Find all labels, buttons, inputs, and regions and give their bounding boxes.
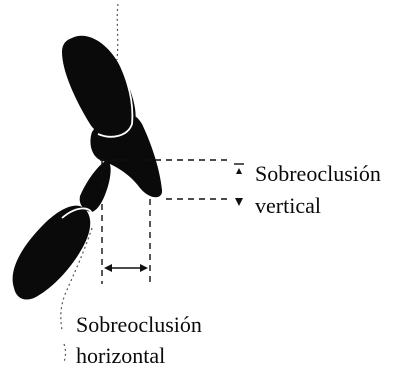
lower-label-tick: [64, 344, 66, 362]
overjet-arrow-left-head: [104, 264, 112, 272]
lower-incisor-root: [13, 206, 91, 300]
upper-root-contour-line: [117, 4, 118, 60]
vertical-label-line1: Sobreoclusión: [255, 161, 381, 186]
upper-incisor-root: [62, 36, 136, 138]
labels: Sobreoclusión vertical Sobreoclusión hor…: [76, 161, 381, 368]
upper-incisor: [62, 4, 162, 197]
lower-incisor: [13, 161, 111, 330]
overjet-arrow-right-head: [140, 264, 148, 272]
horizontal-label-line2: horizontal: [76, 343, 165, 368]
overbite-marker-top-arrow: [236, 168, 242, 174]
overbite-marker-bottom-arrow: [235, 198, 243, 206]
vertical-label-line2: vertical: [255, 193, 321, 218]
lower-incisor-crown: [80, 161, 111, 212]
measurement-guides: [100, 160, 244, 284]
horizontal-label-line1: Sobreoclusión: [76, 312, 202, 337]
